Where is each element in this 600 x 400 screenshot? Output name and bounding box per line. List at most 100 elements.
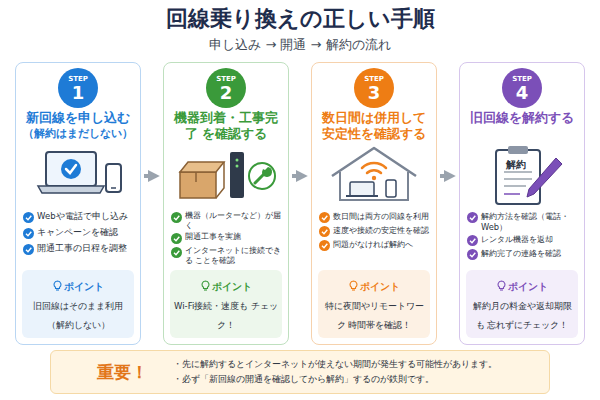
point-row: ポイント <box>322 275 426 294</box>
check-icon <box>26 216 31 220</box>
checklist: 数日間は両方の回線を利用速度や接続の安定性を確認問題がなければ解約へ <box>319 211 432 253</box>
clipboard-illustration <box>508 146 528 154</box>
check-icon <box>319 226 330 237</box>
step-badge: STEP3 <box>354 68 394 108</box>
checklist-text: インターネットに接続できる ことを確認 <box>185 246 284 265</box>
step-subheading: （解約はまだしない） <box>20 126 136 140</box>
check-icon <box>26 232 31 236</box>
checklist-item: 解約完了の連絡を確認 <box>467 248 580 260</box>
check-icon <box>467 235 478 246</box>
laptop-illustration <box>66 165 76 173</box>
bulb-icon <box>349 280 358 291</box>
bulb-icon <box>500 289 503 290</box>
laptop-illustration <box>38 186 104 193</box>
point-row: 解約月の料金や返却期限も 忘れずにチェック！ <box>470 294 574 332</box>
check-icon <box>322 230 327 234</box>
clipboard-illustration <box>504 171 532 173</box>
check-icon <box>470 239 475 243</box>
step-heading: 新回線を申し込む <box>20 110 136 126</box>
laptop-illustration <box>38 152 121 193</box>
point-box: ポイント特に夜間やリモートワーク 時間帯を確認！ <box>318 270 430 338</box>
flow-arrow <box>440 174 451 178</box>
step-heading: 旧回線を解約する <box>464 110 580 126</box>
check-icon <box>319 240 330 251</box>
checklist: Webや電話で申し込みキャンペーンを確認開通工事の日程を調整 <box>23 211 136 259</box>
point-heading: ポイント <box>508 281 548 292</box>
step-card: 旧回線を解約する解約方法を確認（電話・Web） レンタル機器を返却解約完了の連絡を… <box>459 62 585 345</box>
check-icon <box>23 228 34 239</box>
checklist-item: Webや電話で申し込み <box>23 211 136 223</box>
step-number: 1 <box>72 83 85 102</box>
device-illustration <box>236 165 239 168</box>
device-illustration <box>180 162 224 172</box>
checklist-item: 開通工事を実施 <box>171 232 284 244</box>
device-illustration <box>255 174 264 183</box>
check-icon <box>322 244 327 248</box>
house-illustration <box>372 176 376 180</box>
step-card: 新回線を申し込む（解約はまだしない） Webや電話で申し込みキャンペーンを確認開通… <box>15 62 141 345</box>
card-heading: 機器到着・工事完了 を確認する <box>168 110 284 142</box>
checklist-item: キャンペーンを確認 <box>23 227 136 239</box>
checklist-item: インターネットに接続できる ことを確認 <box>171 246 284 265</box>
step-number: 2 <box>220 83 233 102</box>
checklist-text: レンタル機器を返却 <box>481 234 553 245</box>
point-box: ポイント解約月の料金や返却期限も 忘れずにチェック！ <box>466 270 578 338</box>
bulb-icon <box>53 280 62 291</box>
checklist-item: 数日間は両方の回線を利用 <box>319 211 432 223</box>
step-card: 機器到着・工事完了 を確認する機器（ルーターなど）が届く開通工事を実施インターネ… <box>163 62 289 345</box>
house-illustration <box>332 148 416 176</box>
point-row: 旧回線はそのまま利用 （解約しない） <box>26 294 130 332</box>
bulb-icon <box>54 281 61 289</box>
check-icon <box>171 247 182 258</box>
check-icon <box>171 247 182 258</box>
bulb-icon <box>201 280 210 291</box>
device-illustration <box>216 162 224 198</box>
point-text: 解約月の料金や返却期限も 忘れずにチェック！ <box>473 301 572 330</box>
step-heading: 機器到着・工事完了 を確認する <box>168 110 284 142</box>
clipboard-illustration <box>504 193 520 195</box>
check-icon <box>171 233 182 244</box>
checklist-text: 解約方法を確認（電話・Web） <box>481 211 580 232</box>
house-illustration <box>386 180 396 197</box>
house-illustration <box>346 195 378 197</box>
device-illustration <box>262 166 272 177</box>
point-row: 特に夜間やリモートワーク 時間帯を確認！ <box>322 294 426 332</box>
device-illustration <box>180 172 216 198</box>
laptop-illustration <box>111 187 116 189</box>
clipboard-illustration <box>504 185 526 187</box>
step-label: STEP <box>68 75 88 83</box>
point-box: ポイント旧回線はそのまま利用 （解約しない） <box>22 270 134 338</box>
alert-heading: 重要！ <box>97 361 148 383</box>
clipboard-illustration <box>527 158 562 197</box>
checklist-item: 機器（ルーターなど）が届く <box>171 211 284 230</box>
house-illustration <box>332 148 416 200</box>
check-icon <box>319 226 330 237</box>
check-icon <box>322 216 327 220</box>
flow-arrow <box>292 174 303 178</box>
checklist-text: 数日間は両方の回線を利用 <box>333 211 429 222</box>
bulb-icon <box>497 280 506 291</box>
checklist-text: 機器（ルーターなど）が届く <box>185 211 284 230</box>
card-heading: 新回線を申し込む（解約はまだしない） <box>20 110 136 140</box>
alert-body: ・先に解約するとインターネットが使えない期間が発生する可能性があります。・必ず「… <box>173 357 543 387</box>
laptop-illustration <box>61 159 81 179</box>
bulb-icon <box>204 289 207 290</box>
step-label: STEP <box>216 75 236 83</box>
alert-text: ・先に解約するとインターネットが使えない期間が発生する可能性があります。 <box>173 357 543 372</box>
point-text: 特に夜間やリモートワーク 時間帯を確認！ <box>325 301 424 330</box>
device-illustration <box>195 172 197 182</box>
checklist-text: Webや電話で申し込み <box>37 211 128 222</box>
check-icon <box>319 240 330 251</box>
step-number: 4 <box>516 83 529 102</box>
checklist-text: 問題がなければ解約へ <box>333 239 413 250</box>
device-illustration <box>230 152 244 198</box>
point-heading: ポイント <box>64 281 104 292</box>
check-icon <box>23 244 34 255</box>
alert-box: 重要！ ・先に解約するとインターネットが使えない期間が発生する可能性があります。・… <box>50 350 550 394</box>
bulb-icon <box>202 281 209 289</box>
check-icon <box>467 249 478 260</box>
subtitle: 申し込み → 開通 → 解約の流れ <box>0 36 600 54</box>
laptop-illustration <box>46 152 96 186</box>
